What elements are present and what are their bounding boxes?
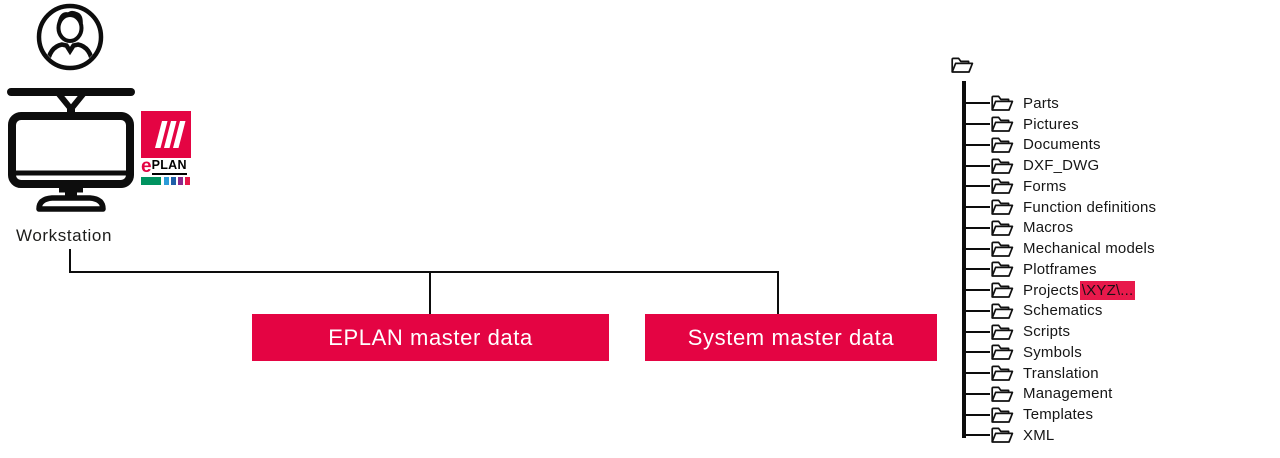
logo-bar-segment	[184, 177, 190, 185]
folder-icon	[990, 301, 1014, 321]
folder-label: Plotframes	[1023, 260, 1097, 278]
tree-branch-line	[964, 330, 990, 333]
folder-label: Function definitions	[1023, 198, 1157, 216]
root-folder-icon	[950, 55, 974, 75]
folder-label: Documents	[1023, 136, 1101, 154]
eplan-master-data-box: EPLAN master data	[252, 314, 609, 361]
tree-item-row: Translation	[964, 363, 1156, 384]
tree-branch-line	[964, 185, 990, 188]
tree-item-row: Mechanical models	[964, 238, 1156, 259]
folder-icon	[990, 425, 1014, 445]
folder-label: Templates	[1023, 406, 1094, 424]
tree-branch-line	[964, 372, 990, 375]
folder-label: Scripts	[1023, 323, 1071, 341]
tree-branch-line	[964, 247, 990, 250]
workstation-monitor-icon	[7, 88, 135, 212]
tree-branch-line	[964, 413, 990, 416]
tree-branch-line	[964, 268, 990, 271]
folder-icon	[990, 197, 1014, 217]
folder-icon	[990, 363, 1014, 383]
tree-item-row: XML	[964, 425, 1156, 446]
folder-icon	[990, 135, 1014, 155]
logo-bar-segment	[170, 177, 176, 185]
folder-icon	[990, 156, 1014, 176]
tree-item-row: Function definitions	[964, 197, 1156, 218]
tree-branch-line	[964, 143, 990, 146]
tree-item-row: Plotframes	[964, 259, 1156, 280]
tree-item-row: Documents	[964, 135, 1156, 156]
tree-branch-line	[964, 102, 990, 105]
folder-icon	[990, 280, 1014, 300]
folder-icon	[990, 405, 1014, 425]
logo-bar-segment	[141, 177, 161, 185]
eplan-wordmark-e: e	[141, 156, 152, 178]
tree-item-row: Management	[964, 384, 1156, 405]
system-master-data-box: System master data	[645, 314, 937, 361]
tree-item-row: Pictures	[964, 114, 1156, 135]
logo-bar-segment	[163, 177, 169, 185]
folder-icon	[990, 176, 1014, 196]
folder-icon	[990, 93, 1014, 113]
connector-workstation-drop	[69, 249, 71, 273]
folder-label: XML	[1023, 426, 1055, 444]
tree-item-row: Parts	[964, 93, 1156, 114]
eplan-wordmark-plan: PLAN	[151, 159, 187, 175]
folder-icon	[990, 342, 1014, 362]
tree-item-row: Scripts	[964, 321, 1156, 342]
folder-label: DXF_DWG	[1023, 157, 1100, 175]
folder-label: Symbols	[1023, 343, 1082, 361]
folder-icon	[990, 259, 1014, 279]
folder-icon	[990, 114, 1014, 134]
tree-item-row: Schematics	[964, 301, 1156, 322]
tree-branch-line	[964, 309, 990, 312]
folder-label: Schematics	[1023, 302, 1103, 320]
user-avatar-icon	[36, 3, 104, 71]
tree-branch-line	[964, 434, 990, 437]
folder-tree: Parts Pictures Documents DXF_DWG	[964, 93, 1156, 446]
folder-label: Projects\XYZ\...	[1023, 280, 1136, 300]
tree-branch-line	[964, 351, 990, 354]
folder-label: Macros	[1023, 219, 1074, 237]
tree-item-row: Forms	[964, 176, 1156, 197]
workstation-label: Workstation	[16, 226, 113, 245]
folder-icon	[990, 239, 1014, 259]
folder-icon	[990, 384, 1014, 404]
tree-branch-line	[964, 289, 990, 292]
tree-branch-line	[964, 226, 990, 229]
folder-label: Forms	[1023, 177, 1067, 195]
tree-branch-line	[964, 123, 990, 126]
folder-label: Pictures	[1023, 115, 1079, 133]
folder-icon	[990, 322, 1014, 342]
tree-trunk-line	[962, 81, 966, 438]
tree-item-row: DXF_DWG	[964, 155, 1156, 176]
folder-label: Translation	[1023, 364, 1099, 382]
tree-branch-line	[964, 392, 990, 395]
connector-drop-eplan	[429, 273, 431, 315]
folder-label: Mechanical models	[1023, 240, 1155, 258]
connector-horizontal	[69, 271, 779, 273]
folder-path-highlight: \XYZ\...	[1079, 280, 1136, 300]
folder-label: Management	[1023, 385, 1113, 403]
tree-item-row: Projects\XYZ\...	[964, 280, 1156, 301]
connector-drop-system	[777, 273, 779, 315]
tree-branch-line	[964, 206, 990, 209]
tree-item-row: Templates	[964, 404, 1156, 425]
tree-item-row: Macros	[964, 218, 1156, 239]
logo-bar-segment	[177, 177, 183, 185]
eplan-logo-slashes-icon	[141, 111, 191, 158]
folder-icon	[990, 218, 1014, 238]
folder-label: Parts	[1023, 94, 1060, 112]
tree-branch-line	[964, 164, 990, 167]
eplan-logo-bar	[141, 177, 191, 185]
tree-item-row: Symbols	[964, 342, 1156, 363]
